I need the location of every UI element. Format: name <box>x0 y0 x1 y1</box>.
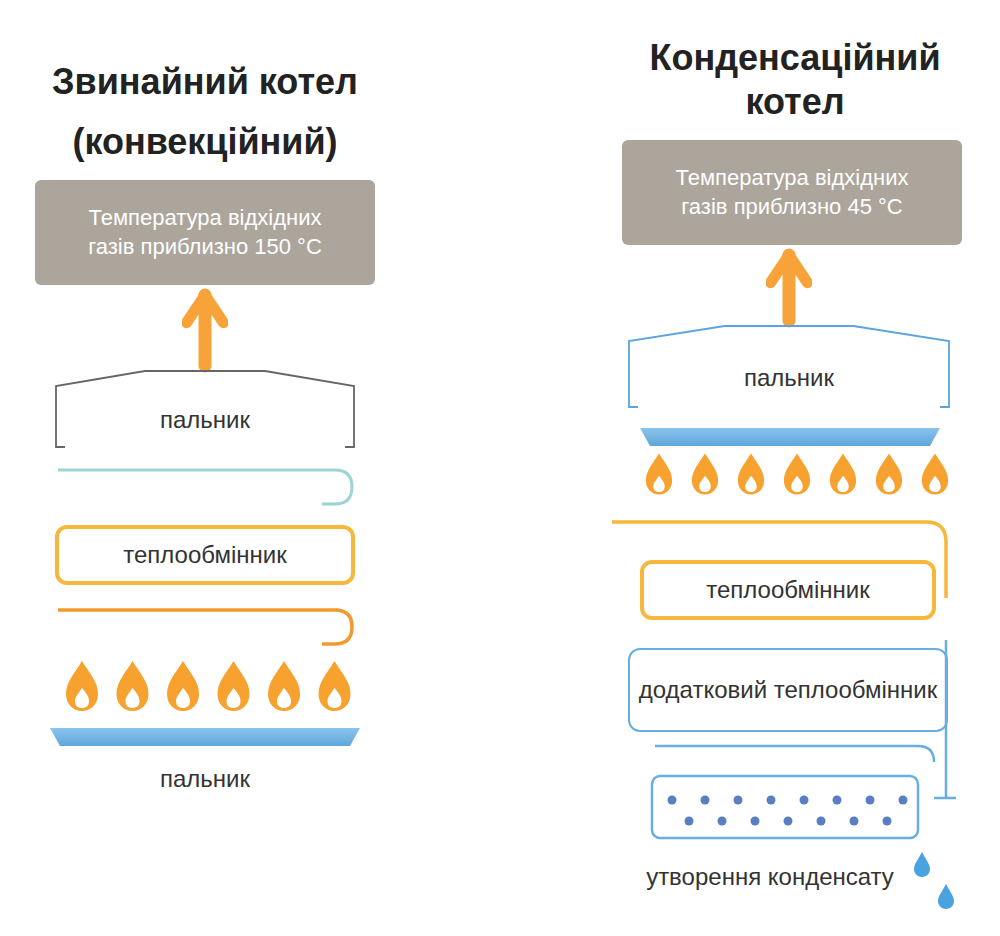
flame-inner <box>883 476 894 492</box>
part-name: пальник <box>744 362 834 393</box>
flame <box>692 454 718 495</box>
flame-inner <box>277 688 291 708</box>
part-name: додатковий теплообмінник <box>639 674 938 705</box>
flame <box>319 661 351 711</box>
part-name: теплообмінник <box>123 539 287 570</box>
temperature-note: Температура відхідних газів приблизно 45… <box>652 164 932 221</box>
flame <box>784 454 810 495</box>
burner-plate-shape <box>50 726 360 748</box>
condensate-dot <box>850 817 859 826</box>
flame-outer <box>646 454 672 495</box>
condensate-dot <box>751 817 760 826</box>
heat-exchanger: теплообмінник <box>640 560 936 620</box>
flame-inner <box>929 476 940 492</box>
condensate-dot <box>668 796 677 805</box>
part-name: пальник <box>160 763 250 794</box>
drop <box>938 884 954 909</box>
flame-inner <box>837 476 848 492</box>
condensate-dot <box>734 796 743 805</box>
heat-exchanger: теплообмінник <box>55 525 355 585</box>
condensate-tray: утворення конденсату <box>600 774 940 902</box>
condensate-dot <box>817 817 826 826</box>
flame-outer <box>784 454 810 495</box>
flame-outer <box>319 661 351 711</box>
condensate-dot <box>701 796 710 805</box>
flue-gas-box: Температура відхідних газів приблизно 45… <box>622 140 962 245</box>
flame-inner <box>126 688 140 708</box>
flame <box>66 661 98 711</box>
part-name: утворення конденсату <box>646 861 894 902</box>
flame-outer <box>66 661 98 711</box>
burner-hood: пальник <box>55 370 355 448</box>
pipe <box>58 470 352 504</box>
flue-gas-box: Температура відхідних газів приблизно 15… <box>35 180 375 285</box>
flame <box>117 661 149 711</box>
flame <box>922 454 948 495</box>
tray-outline <box>652 776 918 838</box>
flame-inner <box>699 476 710 492</box>
flame-outer <box>117 661 149 711</box>
flame-inner <box>745 476 756 492</box>
flame-inner <box>227 688 241 708</box>
flame-inner <box>791 476 802 492</box>
heat-exchanger: додатковий теплообмінник <box>628 648 948 732</box>
condensate-dot <box>685 817 694 826</box>
condensate-dot <box>784 817 793 826</box>
condensate-dot <box>718 817 727 826</box>
flame <box>218 661 250 711</box>
burner-bar <box>640 428 940 446</box>
flame-outer <box>218 661 250 711</box>
flame <box>167 661 199 711</box>
condensate-dot <box>767 796 776 805</box>
flame-outer <box>830 454 856 495</box>
flame-outer <box>738 454 764 495</box>
flame-inner <box>328 688 342 708</box>
flame-outer <box>876 454 902 495</box>
flame-outer <box>692 454 718 495</box>
condensate-dot <box>833 796 842 805</box>
condensate-dot <box>866 796 875 805</box>
boiler-title: Звинайний котел (конвекційний) <box>20 52 390 172</box>
condensate-dot <box>883 817 892 826</box>
condensate-tray-shape <box>600 774 940 844</box>
pipe <box>934 640 956 798</box>
drop <box>914 852 930 877</box>
flue-gas-arrow <box>783 255 796 321</box>
part-name: пальник <box>160 404 250 435</box>
flame <box>830 454 856 495</box>
part-name: теплообмінник <box>706 574 870 605</box>
pipe <box>655 746 934 762</box>
pipe <box>58 610 352 644</box>
flame-inner <box>75 688 89 708</box>
flame-inner <box>176 688 190 708</box>
flame <box>268 661 300 711</box>
hood-line <box>629 326 949 407</box>
flame-outer <box>167 661 199 711</box>
condensate-dot <box>800 796 809 805</box>
flame-outer <box>922 454 948 495</box>
flue-gas-arrow <box>199 295 212 366</box>
burner-hood: пальник <box>628 325 950 408</box>
flame <box>876 454 902 495</box>
condensate-dot <box>899 796 908 805</box>
burner-plate: пальник <box>50 726 360 794</box>
temperature-note: Температура відхідних газів приблизно 15… <box>65 204 345 261</box>
boiler-title: Конденсаційний котел <box>600 36 990 124</box>
flame-inner <box>653 476 664 492</box>
flame <box>646 454 672 495</box>
flame <box>738 454 764 495</box>
burner-bar <box>50 728 360 746</box>
hood-line <box>56 371 354 447</box>
flame-outer <box>268 661 300 711</box>
